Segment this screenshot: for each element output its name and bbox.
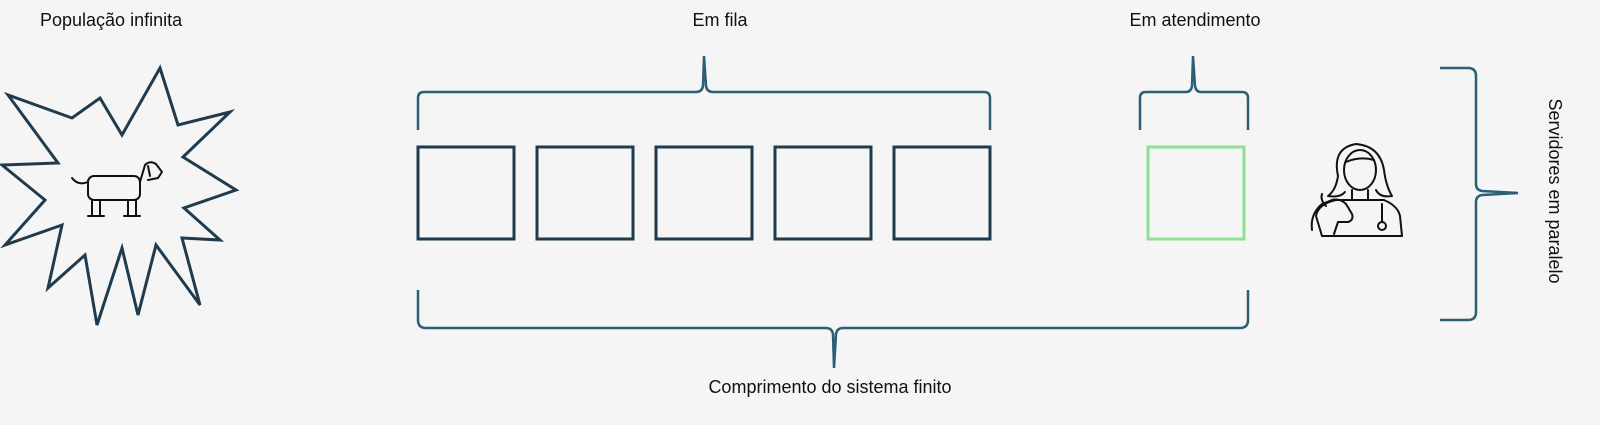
queue-slot [416,145,516,241]
dog-icon [71,161,163,217]
queue-brace [416,55,992,130]
starburst-icon [0,64,240,326]
service-brace [1138,55,1250,130]
queue-slot [654,145,754,241]
system-length-brace [416,290,1250,369]
population-label: População infinita [40,10,183,30]
service-slot [1146,145,1246,241]
queue-slot [535,145,635,241]
queue-label: Em fila [692,10,748,30]
in-service-label: Em atendimento [1129,10,1261,30]
queue-slot [773,145,873,241]
parallel-servers-brace [1440,66,1519,322]
system-length-label: Comprimento do sistema finito [708,377,952,397]
queue-slot [892,145,992,241]
queue-slots [416,145,992,241]
veterinarian-icon [1310,143,1403,237]
